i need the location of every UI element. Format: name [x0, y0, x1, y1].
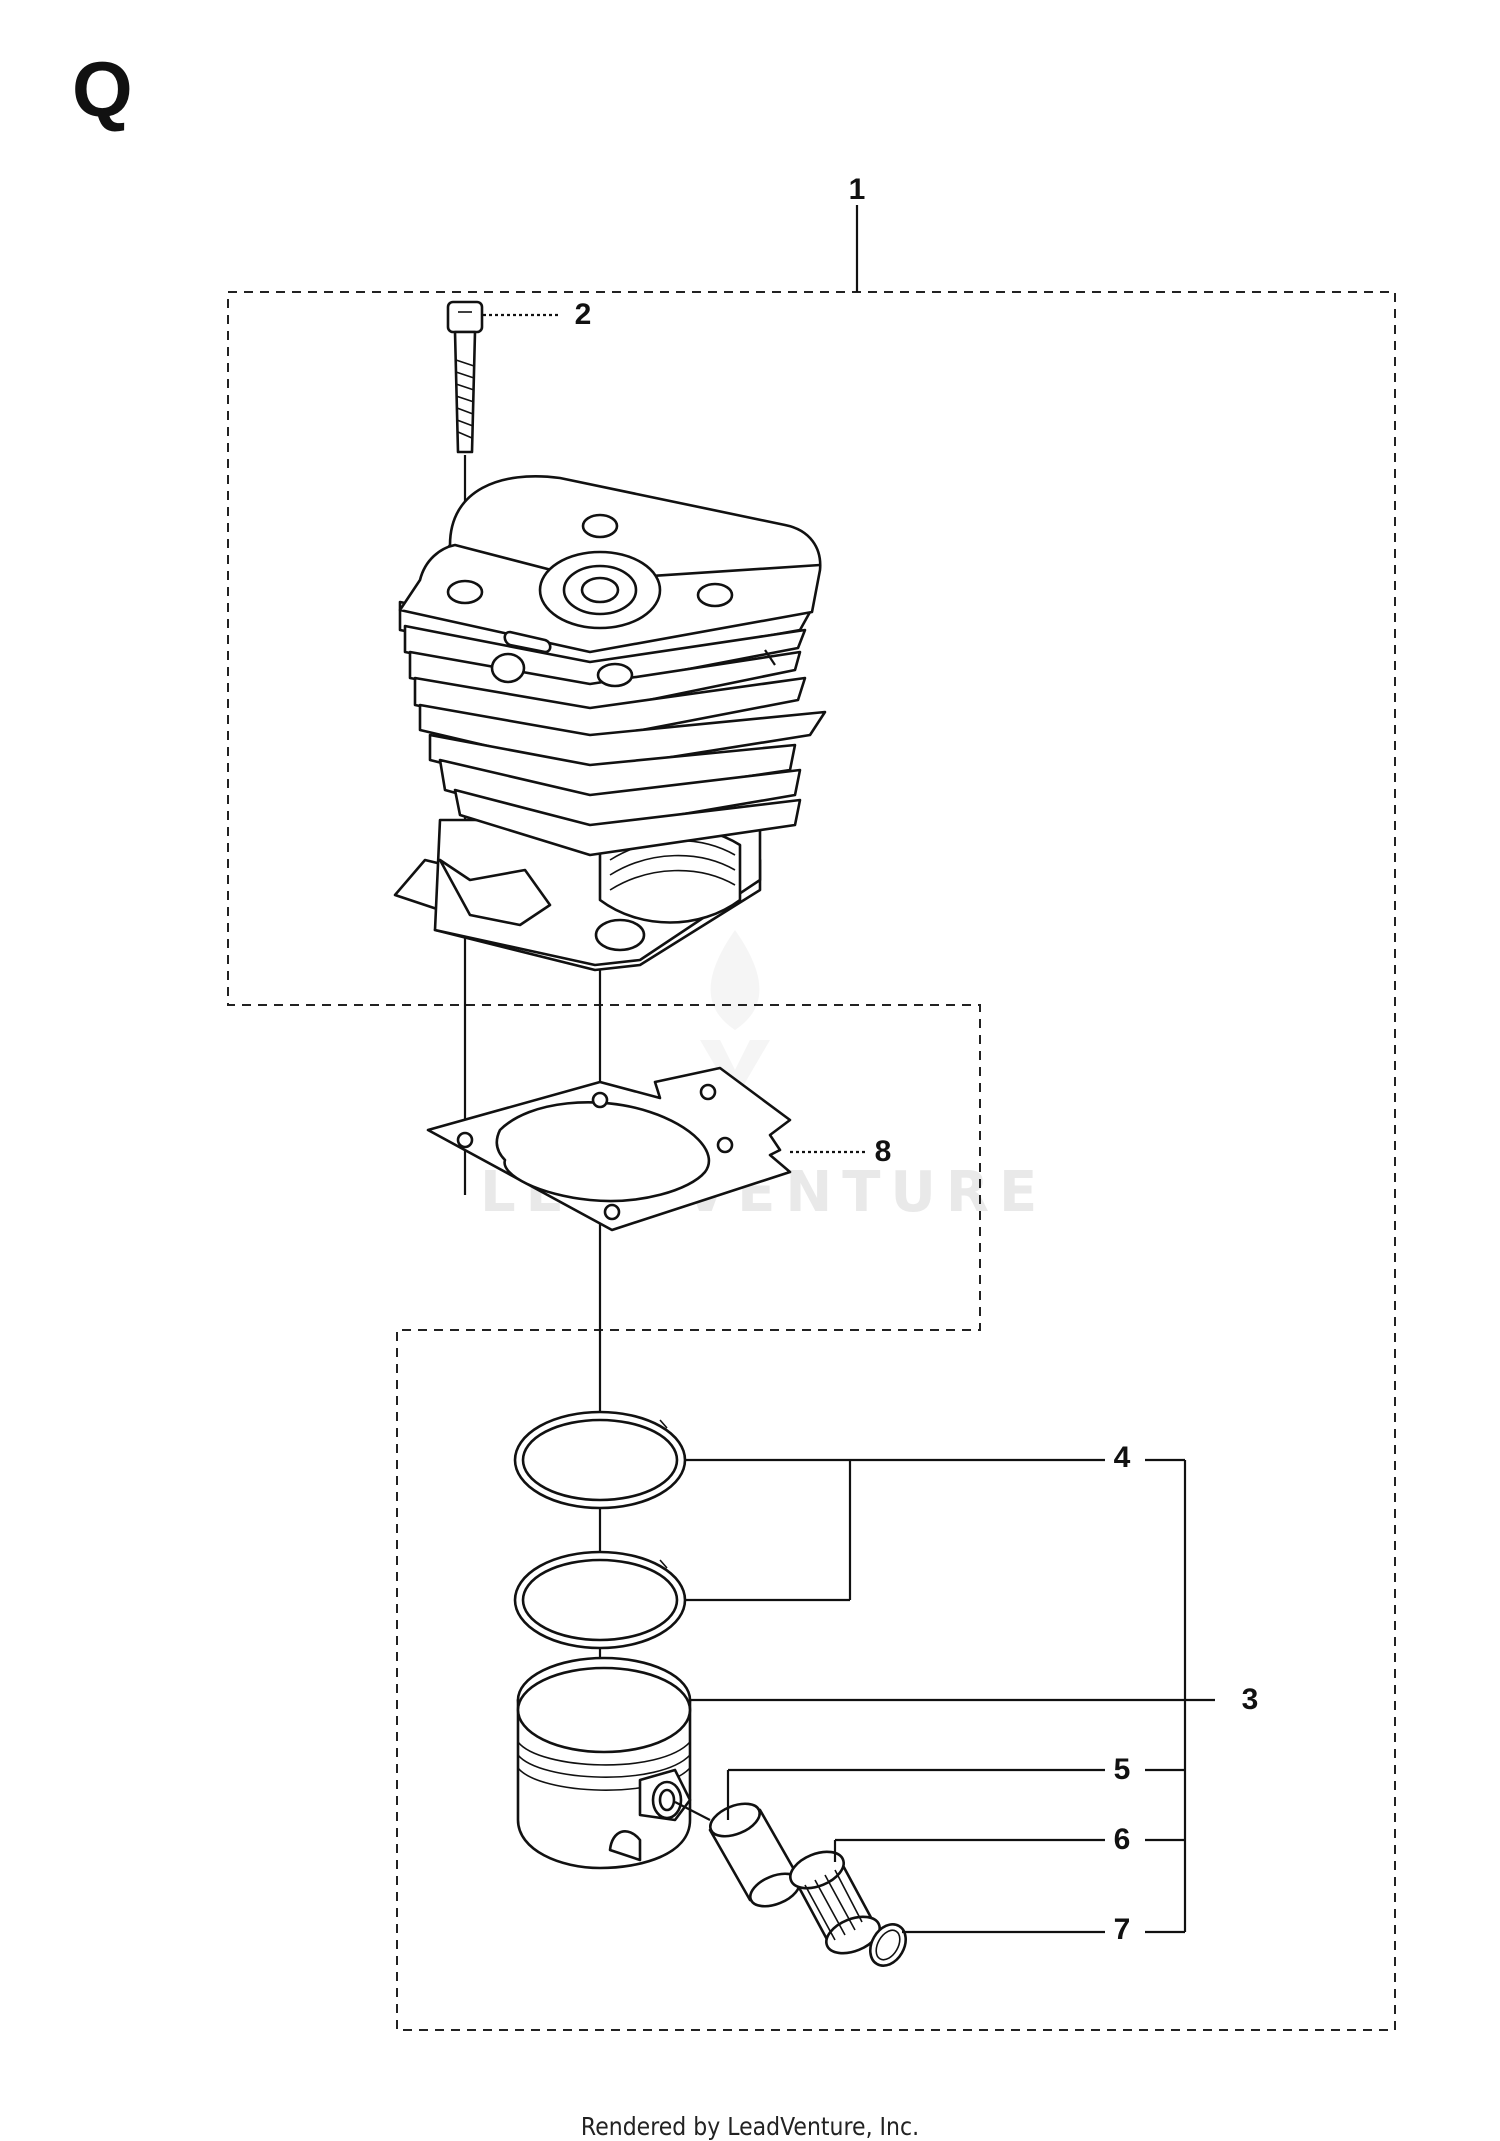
leaders: [685, 1458, 1215, 1934]
callout-6[interactable]: 6: [1113, 1823, 1131, 1856]
circlip-part: [869, 1923, 907, 1967]
piston-ring-upper: [513, 1410, 687, 1510]
callout-1[interactable]: 1: [848, 173, 866, 206]
piston-pin-part: [708, 1802, 802, 1908]
gasket-part: [426, 1066, 865, 1232]
callout-2[interactable]: 2: [574, 298, 592, 331]
footer-credit: Rendered by LeadVenture, Inc.: [580, 2112, 920, 2141]
piston-ring-lower: [513, 1550, 687, 1650]
screw-part: [446, 300, 560, 454]
callout-4[interactable]: 4: [1113, 1441, 1131, 1474]
callout-5[interactable]: 5: [1113, 1753, 1131, 1786]
needle-bearing-part: [789, 1850, 881, 1955]
callout-7[interactable]: 7: [1113, 1913, 1131, 1946]
section-letter: Q: [72, 45, 133, 133]
cylinder-assembly-box: [227, 291, 1396, 2031]
piston-part: [516, 1656, 711, 1870]
cylinder-part: [393, 475, 827, 972]
callout-8[interactable]: 8: [874, 1135, 892, 1168]
callout-3[interactable]: 3: [1241, 1683, 1259, 1716]
